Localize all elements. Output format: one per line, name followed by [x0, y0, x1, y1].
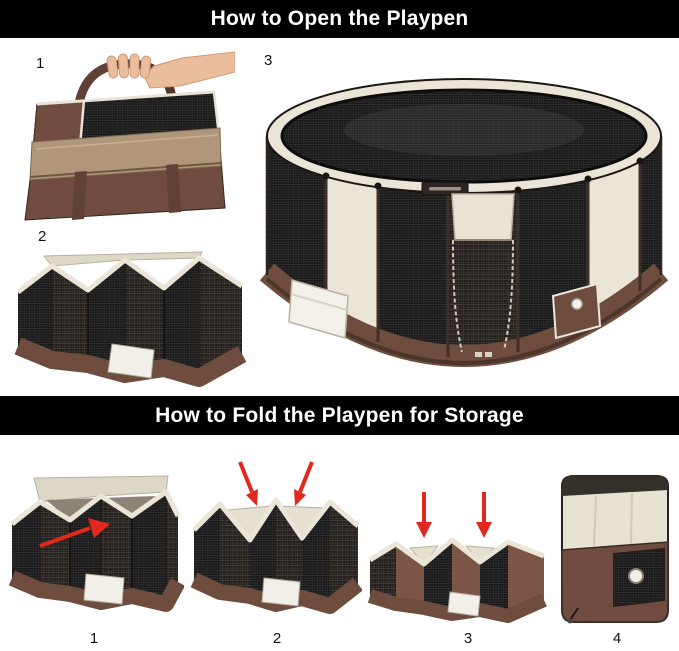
folded-package [561, 475, 669, 624]
fold-step-1-illustration [8, 475, 184, 612]
open-section-header: How to Open the Playpen [0, 0, 679, 38]
fold-section-title: How to Fold the Playpen for Storage [155, 403, 524, 427]
side-pocket [261, 577, 301, 607]
zipper-pull [569, 607, 579, 621]
bottom-band [367, 589, 547, 623]
grommet [628, 568, 644, 584]
fold-step-4-number: 4 [612, 630, 622, 647]
red-arrow-icon [476, 492, 492, 538]
fold-step-1-number: 1 [89, 630, 99, 647]
open-step-1-illustration [24, 51, 235, 221]
red-arrow-icon [294, 461, 314, 506]
fold-step-3-number: 3 [463, 630, 473, 647]
side-pocket [83, 573, 125, 605]
brand-label [421, 181, 469, 196]
side-pocket [447, 591, 481, 617]
red-arrow-icon [238, 461, 258, 506]
open-step-1-number: 1 [36, 55, 45, 72]
side-pocket [107, 343, 155, 379]
fold-section-header: How to Fold the Playpen for Storage [0, 396, 679, 435]
top-rim [368, 537, 545, 567]
fold-step-3-illustration [367, 492, 547, 623]
top-rim [10, 489, 181, 526]
folded-panels [12, 492, 178, 604]
pocket-flap-line [290, 293, 348, 311]
hand-icon [106, 51, 235, 89]
red-arrow-icon [416, 492, 432, 538]
carry-bag [24, 90, 226, 221]
playpen-door [451, 193, 515, 357]
side-pocket [288, 279, 349, 339]
open-step-2-number: 2 [38, 228, 47, 245]
open-step-3-number: 3 [264, 52, 273, 69]
fold-step-2-illustration [190, 461, 362, 614]
playpen-mesh-top [266, 78, 662, 196]
inner-rim [33, 475, 169, 503]
small-pocket [551, 282, 602, 340]
red-arrow-icon [39, 518, 110, 548]
fold-step-4-illustration [561, 475, 669, 624]
top-rim [192, 497, 360, 543]
open-step-3-illustration [259, 78, 669, 367]
open-step-2-illustration [14, 251, 247, 387]
open-section-title: How to Open the Playpen [210, 7, 469, 30]
top-rim [16, 255, 244, 294]
fold-step-2-number: 2 [272, 630, 282, 647]
